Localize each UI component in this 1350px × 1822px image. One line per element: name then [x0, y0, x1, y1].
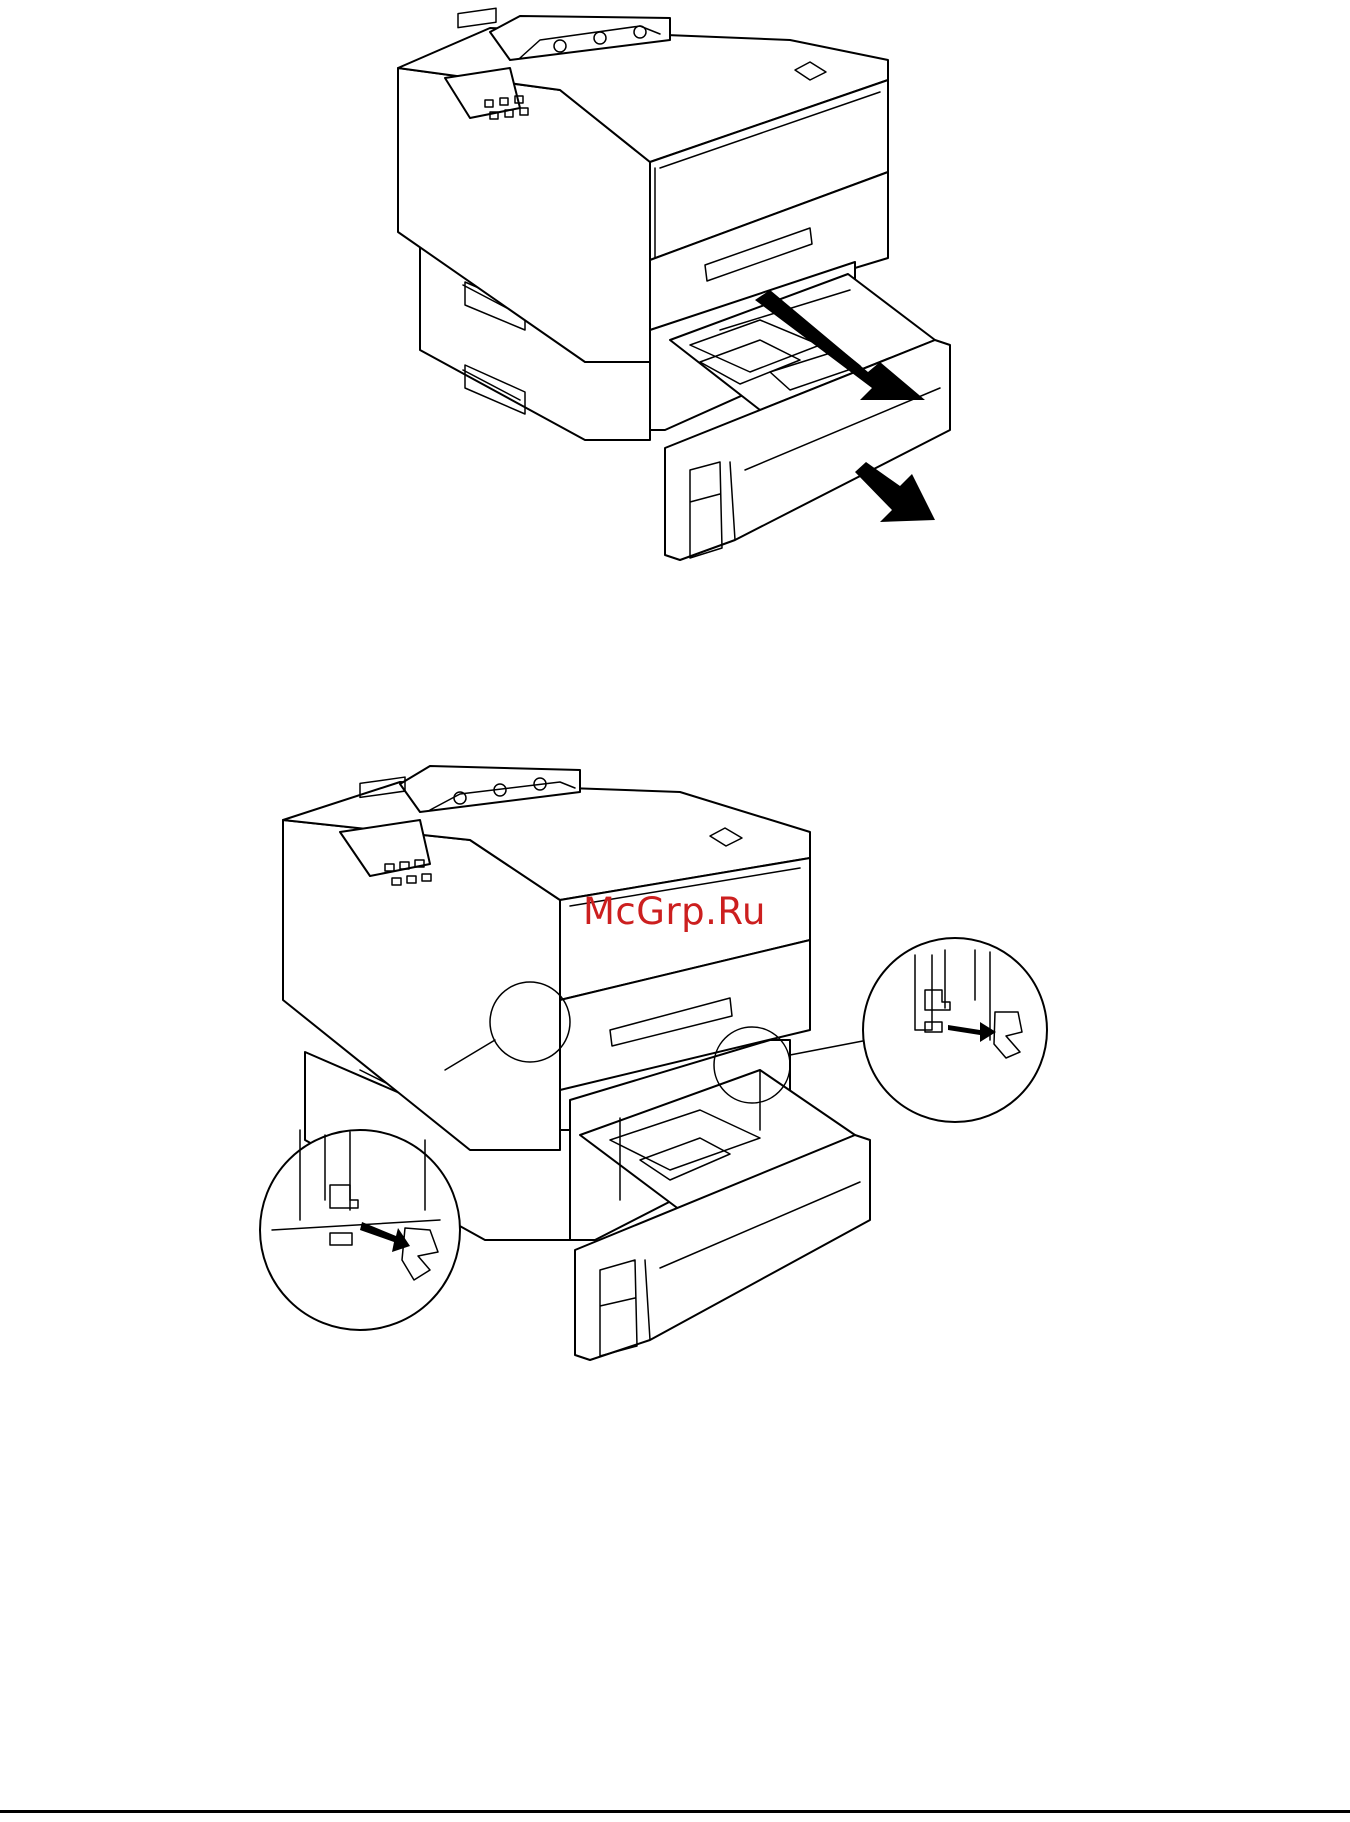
magnifier-detail-right	[863, 938, 1047, 1122]
printer-illustration	[0, 0, 1350, 600]
footer-divider	[0, 1810, 1350, 1813]
magnifier-detail-left	[260, 1130, 460, 1330]
watermark: McGrp.Ru	[583, 890, 766, 933]
printer-illustration	[0, 740, 1350, 1400]
figure-remove-tray	[0, 0, 1350, 600]
figure-release-stoppers: McGrp.Ru	[0, 740, 1350, 1400]
